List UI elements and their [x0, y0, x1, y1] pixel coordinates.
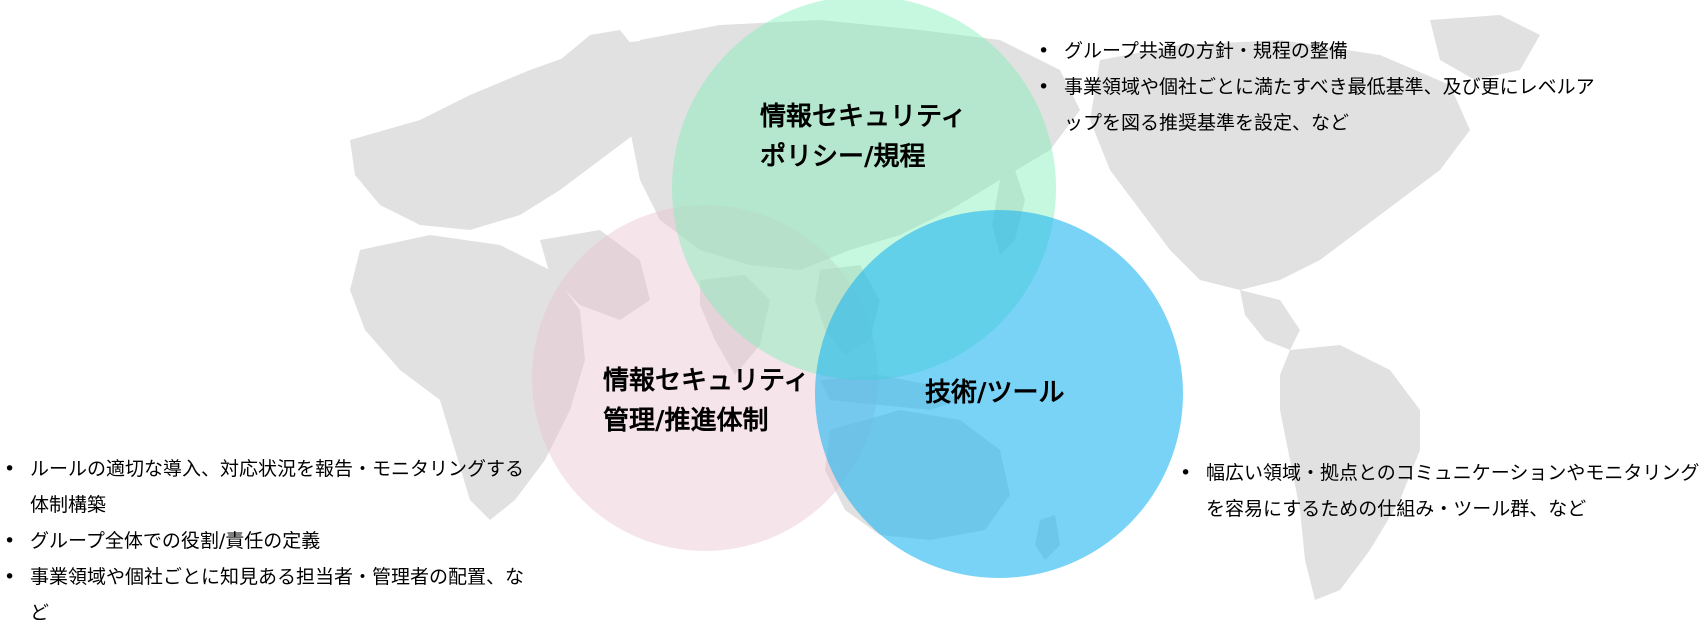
policy-label-line1: 情報セキュリティ	[760, 102, 967, 132]
management-circle	[532, 205, 878, 551]
list-item: 幅広い領域・拠点とのコミュニケーションやモニタリングを容易にするための仕組み・ツ…	[1176, 455, 1704, 527]
management-label-line1: 情報セキュリティ	[603, 366, 810, 396]
technology-circle-label: 技術/ツール	[925, 373, 1065, 413]
policy-notes: グループ共通の方針・規程の整備 事業領域や個社ごとに満たすべき最低基準、及び更に…	[1034, 33, 1609, 141]
policy-label-line2: ポリシー/規程	[760, 142, 926, 172]
management-circle-label: 情報セキュリティ 管理/推進体制	[603, 361, 809, 441]
list-item: ルールの適切な導入、対応状況を報告・モニタリングする体制構築	[0, 451, 535, 523]
management-notes: ルールの適切な導入、対応状況を報告・モニタリングする体制構築 グループ全体での役…	[0, 451, 535, 631]
technology-label-line1: 技術/ツール	[925, 378, 1065, 408]
management-label-line2: 管理/推進体制	[603, 406, 769, 436]
technology-notes: 幅広い領域・拠点とのコミュニケーションやモニタリングを容易にするための仕組み・ツ…	[1176, 455, 1704, 527]
technology-circle	[815, 210, 1183, 578]
policy-circle-label: 情報セキュリティ ポリシー/規程	[760, 97, 966, 177]
list-item: 事業領域や個社ごとに満たすべき最低基準、及び更にレベルアップを図る推奨基準を設定…	[1034, 69, 1609, 141]
list-item: 事業領域や個社ごとに知見ある担当者・管理者の配置、など	[0, 559, 535, 631]
list-item: グループ共通の方針・規程の整備	[1034, 33, 1609, 69]
list-item: グループ全体での役割/責任の定義	[0, 523, 535, 559]
